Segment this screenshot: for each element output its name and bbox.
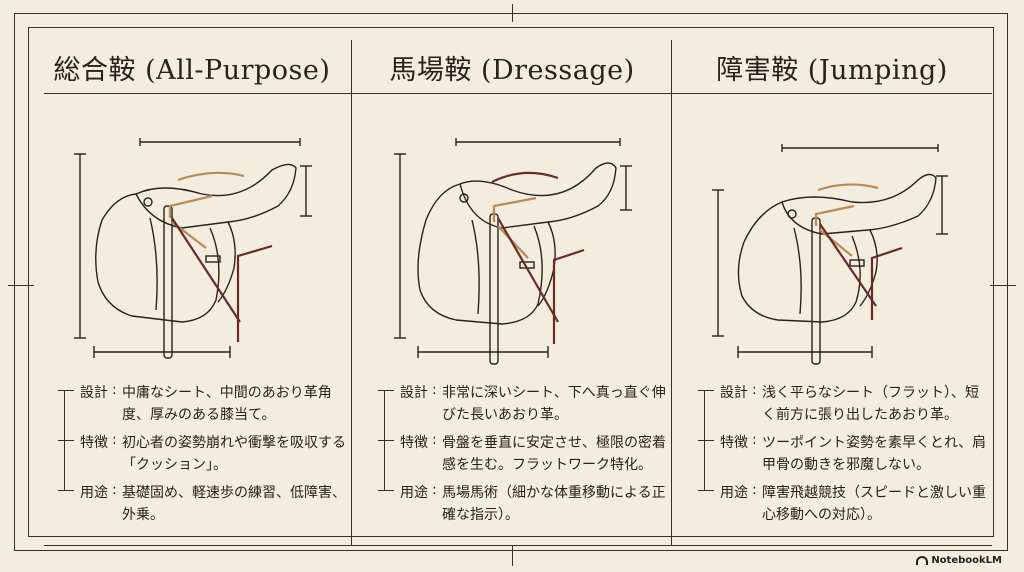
column-jumping: 障害鞍 (Jumping) 設計 : 浅く平らなシート（フ: [672, 30, 992, 530]
edge-tick-bottom: [512, 546, 513, 566]
feature-separator: :: [432, 482, 437, 498]
feature-list: 設計 : 浅く平らなシート（フラット）、短く前方に張り出したあおり革。 特徴 :…: [694, 382, 994, 532]
logo-text: NotebookLM: [931, 555, 1002, 566]
bracket-line: [64, 390, 65, 490]
edge-tick-left: [8, 285, 34, 286]
feature-text: 基礎固め、軽速歩の練習、低障害、外乗。: [122, 485, 346, 523]
feature-separator: :: [432, 432, 437, 448]
feature-text: 馬場馬術（細かな体重移動による正確な指示）。: [442, 485, 666, 523]
feature-text: 障害飛越競技（スピードと激しい重心移動への対応）。: [762, 485, 986, 523]
bracket-line: [384, 390, 385, 490]
feature-text: 浅く平らなシート（フラット）、短く前方に張り出したあおり革。: [762, 385, 979, 423]
column-divider-1: [351, 40, 352, 545]
feature-label: 設計: [400, 385, 428, 401]
bracket-mark: [378, 490, 394, 491]
column-title: 障害鞍 (Jumping): [716, 55, 948, 86]
feature-list: 設計 : 非常に深いシート、下へ真っ直ぐ伸びた長いあおり革。 特徴 : 骨盤を垂…: [374, 382, 674, 532]
title-rule: [44, 93, 992, 94]
feature-text: 中庸なシート、中間のあおり革角度、厚みのある膝当て。: [122, 385, 332, 423]
feature-characteristic: 特徴 : ツーポイント姿勢を素早くとれ、肩甲骨の動きを邪魔しない。: [694, 432, 994, 482]
feature-label: 特徴: [80, 435, 108, 451]
dressage-saddle-illustration: [394, 138, 632, 365]
bracket-mark: [58, 440, 74, 441]
feature-label: 用途: [400, 485, 428, 501]
feature-label: 用途: [80, 485, 108, 501]
bracket-mark: [698, 440, 714, 441]
feature-design: 設計 : 非常に深いシート、下へ真っ直ぐ伸びた長いあおり革。: [374, 382, 674, 432]
bottom-rule: [44, 545, 992, 546]
edge-tick-top: [512, 4, 513, 22]
feature-usage: 用途 : 基礎固め、軽速歩の練習、低障害、外乗。: [54, 482, 354, 532]
all-purpose-saddle-illustration: [74, 138, 312, 359]
feature-label: 設計: [720, 385, 748, 401]
inner-frame: [28, 27, 994, 537]
jumping-saddle-illustration: [712, 144, 948, 365]
bracket-mark: [378, 390, 394, 391]
feature-label: 用途: [720, 485, 748, 501]
column-all-purpose: 総合鞍 (All-Purpose) 設計 : 中庸なシート: [32, 30, 352, 530]
feature-text: 非常に深いシート、下へ真っ直ぐ伸びた長いあおり革。: [442, 385, 666, 423]
feature-label: 特徴: [720, 435, 748, 451]
bracket-mark: [378, 440, 394, 441]
feature-design: 設計 : 中庸なシート、中間のあおり革角度、厚みのある膝当て。: [54, 382, 354, 432]
notebooklm-icon: [916, 556, 929, 565]
feature-separator: :: [752, 482, 757, 498]
bracket-mark: [698, 490, 714, 491]
outer-frame: [14, 13, 1008, 551]
feature-text: 初心者の姿勢崩れや衝撃を吸収する「クッション」。: [122, 435, 346, 473]
notebooklm-logo: NotebookLM: [916, 555, 1002, 566]
feature-separator: :: [752, 382, 757, 398]
feature-usage: 用途 : 障害飛越競技（スピードと激しい重心移動への対応）。: [694, 482, 994, 532]
column-dressage: 馬場鞍 (Dressage) 設計 : 非常に深いシート、: [352, 30, 672, 530]
edge-tick-right: [990, 285, 1016, 286]
feature-list: 設計 : 中庸なシート、中間のあおり革角度、厚みのある膝当て。 特徴 : 初心者…: [54, 382, 354, 532]
bracket-mark: [58, 390, 74, 391]
feature-design: 設計 : 浅く平らなシート（フラット）、短く前方に張り出したあおり革。: [694, 382, 994, 432]
feature-usage: 用途 : 馬場馬術（細かな体重移動による正確な指示）。: [374, 482, 674, 532]
column-title: 馬場鞍 (Dressage): [389, 55, 635, 86]
feature-characteristic: 特徴 : 骨盤を垂直に安定させ、極限の密着感を生む。フラットワーク特化。: [374, 432, 674, 482]
feature-label: 特徴: [400, 435, 428, 451]
bracket-mark: [698, 390, 714, 391]
feature-separator: :: [112, 482, 117, 498]
feature-text: 骨盤を垂直に安定させ、極限の密着感を生む。フラットワーク特化。: [442, 435, 666, 473]
feature-separator: :: [752, 432, 757, 448]
column-title: 総合鞍 (All-Purpose): [53, 55, 331, 86]
column-divider-2: [671, 40, 672, 545]
bracket-line: [704, 390, 705, 490]
feature-separator: :: [112, 432, 117, 448]
feature-characteristic: 特徴 : 初心者の姿勢崩れや衝撃を吸収する「クッション」。: [54, 432, 354, 482]
feature-separator: :: [112, 382, 117, 398]
feature-separator: :: [432, 382, 437, 398]
feature-text: ツーポイント姿勢を素早くとれ、肩甲骨の動きを邪魔しない。: [762, 435, 987, 473]
feature-label: 設計: [80, 385, 108, 401]
bracket-mark: [58, 490, 74, 491]
